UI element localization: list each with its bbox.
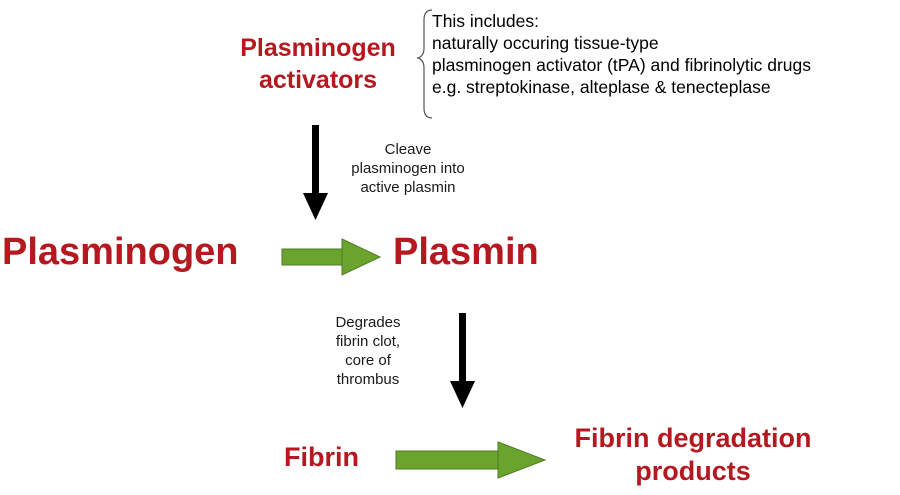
degrades-annotation: Degrades fibrin clot, core of thrombus [328,313,408,389]
curly-brace [416,9,433,119]
note-line: e.g. streptokinase, alteplase & tenectep… [432,77,771,97]
annotation-line: core of [345,352,391,369]
node-fibrin-degradation-products: Fibrin degradation products [548,422,838,488]
note-line: This includes: [432,11,539,31]
node-label-line: Plasminogen [240,34,396,62]
activation-arrow [303,125,328,220]
node-label-line: activators [258,66,378,94]
node-plasmin: Plasmin [393,231,539,273]
node-plasminogen: Plasminogen [2,231,239,273]
node-fibrin: Fibrin [284,442,359,472]
annotation-line: fibrin clot, [335,333,401,350]
annotation-line: active plasmin [360,179,456,196]
note-line: plasminogen activator (tPA) and fibrinol… [432,55,812,75]
includes-note: This includes: naturally occuring tissue… [432,10,811,98]
note-line: naturally occuring tissue-type [432,33,659,53]
degradation-arrow [450,313,475,408]
annotation-line: Degrades [335,314,401,331]
annotation-line: thrombus [336,371,400,388]
node-plasminogen-activators: Plasminogen activators [218,32,418,96]
node-label-line: Fibrin degradation [574,423,812,453]
node-label-line: products [635,456,751,486]
annotation-line: Cleave [384,141,432,158]
conversion-arrow-plasminogen-to-plasmin [281,238,382,276]
annotation-line: plasminogen into [351,160,465,177]
conversion-arrow-fibrin-to-fdp [395,441,547,479]
cleave-annotation: Cleave plasminogen into active plasmin [338,140,478,197]
